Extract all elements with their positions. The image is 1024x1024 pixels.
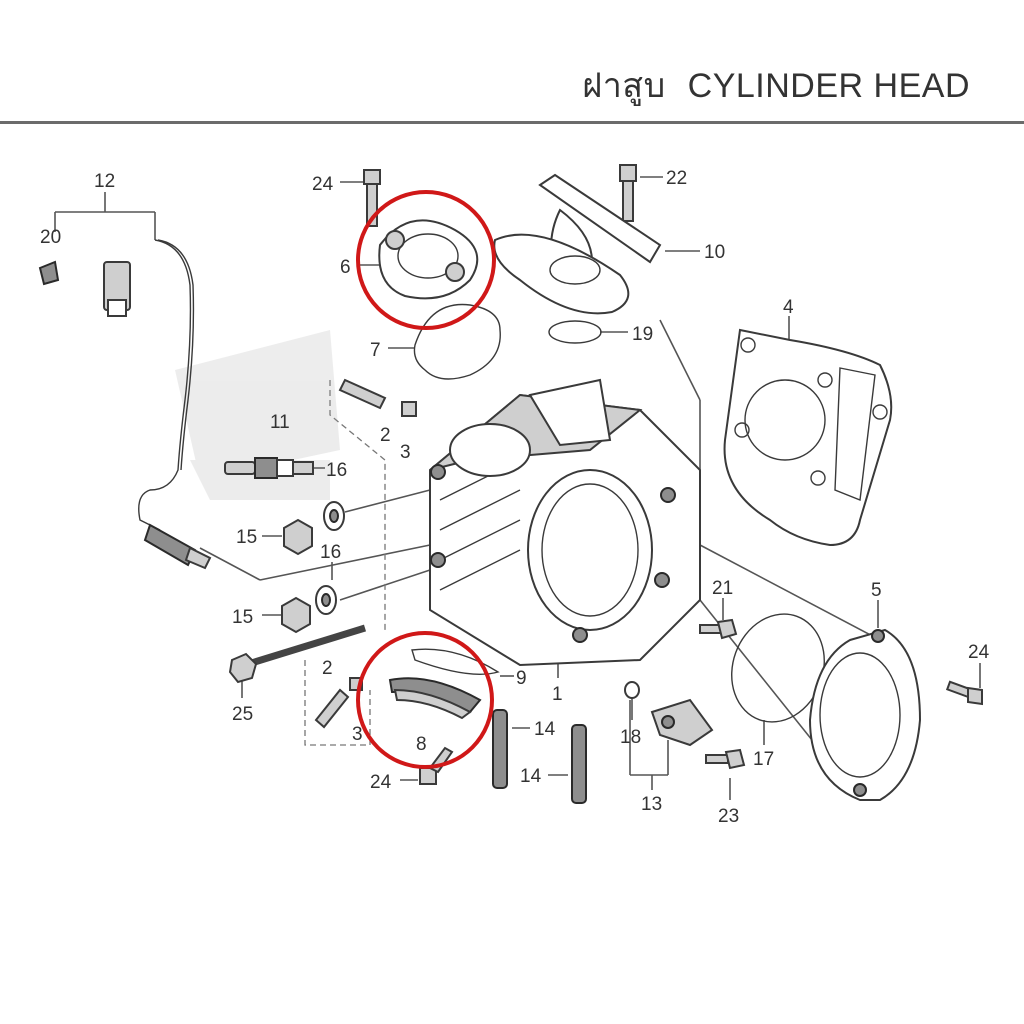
callout-labels: 12 20 24 6 7 22 10 19 4 2 3 11 16 15 16 … (40, 168, 990, 827)
stud-bolt-long (228, 624, 367, 684)
callout-6: 6 (340, 257, 351, 278)
callout-21: 21 (712, 578, 733, 599)
dowel-pin-lower (314, 677, 363, 729)
callout-8: 8 (416, 734, 427, 755)
callout-10: 10 (704, 242, 725, 263)
callout-13: 13 (641, 794, 662, 815)
callout-14-a: 14 (534, 719, 556, 740)
stud-14b (571, 724, 587, 804)
intake-o-ring (548, 320, 602, 344)
callout-3-lower: 3 (352, 724, 363, 745)
washer-lower (315, 585, 337, 615)
sensor-washer (624, 681, 640, 699)
header-divider (0, 121, 1024, 124)
callout-2-lower: 2 (322, 658, 333, 679)
cylinder-head-body (429, 378, 701, 667)
callout-24-bottom: 24 (370, 772, 392, 793)
callout-14-b: 14 (520, 766, 542, 787)
callout-16-lower: 16 (320, 542, 341, 563)
callout-9: 9 (516, 668, 527, 689)
callout-1: 1 (552, 684, 563, 705)
intake-pipe (493, 173, 662, 315)
side-cover (808, 628, 922, 801)
callout-3-upper: 3 (400, 442, 411, 463)
dowel-pin-upper (338, 378, 417, 417)
temperature-sensor (650, 698, 714, 747)
title-thai: ฝาสูบ (582, 67, 666, 105)
callout-16-upper: 16 (326, 460, 347, 481)
callout-15-upper: 15 (236, 527, 257, 548)
spark-plug (224, 457, 314, 479)
callout-20: 20 (40, 227, 61, 248)
callout-2-upper: 2 (380, 425, 391, 446)
callout-5: 5 (871, 580, 882, 601)
cap-nut-upper (283, 518, 313, 556)
callout-12: 12 (94, 171, 115, 192)
stud-14a (492, 709, 508, 789)
callout-11: 11 (270, 412, 290, 433)
callout-24-top: 24 (312, 174, 334, 195)
harness-clip (38, 260, 60, 286)
callout-17: 17 (753, 749, 774, 770)
callout-15-lower: 15 (232, 607, 253, 628)
callout-24-right: 24 (968, 642, 990, 663)
cam-chain-guide (388, 677, 482, 720)
highlight-circle-guide (356, 631, 494, 769)
tensioner-gasket (411, 648, 500, 675)
bolt-22 (619, 164, 637, 222)
callout-22: 22 (666, 168, 687, 189)
callout-18: 18 (620, 727, 641, 748)
head-gasket (723, 328, 893, 547)
page-title: ฝาสูบ CYLINDER HEAD (582, 58, 970, 112)
callout-7: 7 (370, 340, 381, 361)
washer-upper (323, 501, 345, 531)
valve-cap-cover (378, 219, 479, 300)
callout-19: 19 (632, 324, 653, 345)
cover-gasket (413, 303, 501, 380)
title-english: CYLINDER HEAD (687, 67, 970, 105)
bolt-23 (705, 748, 746, 770)
cap-nut-lower (281, 596, 311, 634)
callout-25: 25 (232, 704, 253, 725)
bolt-top (363, 169, 381, 227)
bolt-right (945, 680, 983, 706)
bolt-21 (699, 618, 738, 640)
callout-23: 23 (718, 806, 739, 827)
callout-4: 4 (783, 297, 794, 318)
o2-sensor-harness (103, 239, 212, 570)
highlight-circle-cover (356, 190, 496, 330)
